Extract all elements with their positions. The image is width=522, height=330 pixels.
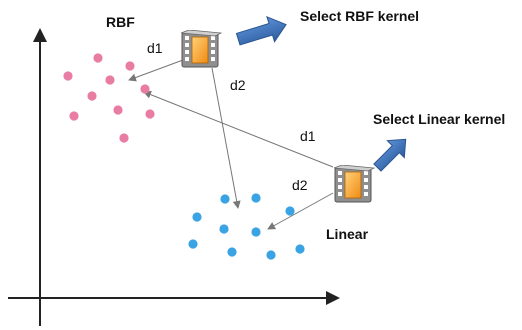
linear-point [251, 193, 261, 203]
linear-point [220, 194, 230, 204]
rbf-point [69, 111, 79, 121]
linear-point [295, 244, 305, 254]
linear-point [219, 224, 229, 234]
rbf-cluster [63, 53, 155, 143]
linear-cluster-label: Linear [326, 226, 369, 242]
rbf-point [105, 75, 115, 85]
bottom-d1-connector [143, 90, 334, 168]
rbf-point [140, 84, 150, 94]
linear-point [227, 247, 237, 257]
bottom-d1-label: d1 [300, 128, 316, 144]
bottom-d2-connector [267, 192, 334, 230]
linear-point [188, 239, 198, 249]
top-d1-label: d1 [147, 40, 163, 56]
rbf-point [125, 61, 135, 71]
top-d2-label: d2 [230, 77, 246, 93]
select-rbf-kernel-label: Select RBF kernel [300, 8, 419, 24]
rbf-point [63, 71, 73, 81]
film-strip-icon [333, 165, 375, 203]
bottom-d2-label: d2 [292, 177, 308, 193]
top-d1-connector [128, 59, 184, 82]
linear-point [192, 212, 202, 222]
linear-cluster [188, 193, 305, 260]
linear-point [251, 227, 261, 237]
linear-point [266, 250, 276, 260]
top-d2-connector [211, 67, 241, 209]
rbf-point [145, 109, 155, 119]
select-linear-kernel-label: Select Linear kernel [373, 111, 505, 127]
blue-arrow-icon [373, 138, 407, 172]
blue-arrow-icon [235, 15, 287, 46]
linear-point [285, 206, 295, 216]
rbf-point [113, 105, 123, 115]
rbf-point [87, 91, 97, 101]
rbf-point [119, 133, 129, 143]
rbf-cluster-label: RBF [106, 14, 135, 30]
film-strip-icon [180, 30, 222, 68]
rbf-point [93, 53, 103, 63]
